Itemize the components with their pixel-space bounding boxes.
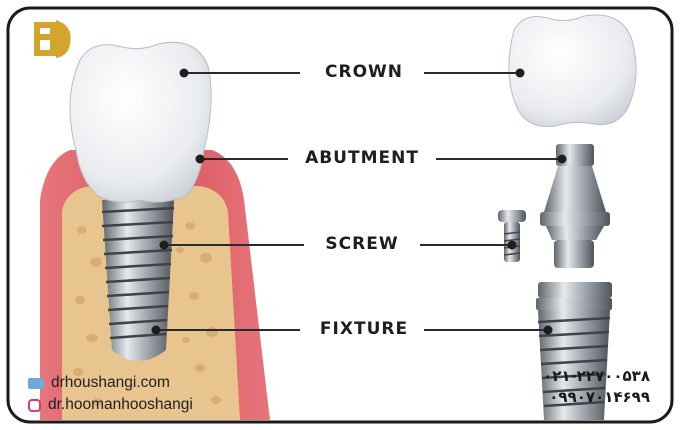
label-fixture: FIXTURE: [319, 319, 409, 339]
rounded-frame: [6, 6, 674, 424]
instagram-text: dr.hoomanhooshangi: [48, 396, 193, 413]
exploded-abutment: [540, 144, 610, 268]
website-text: drhoushangi.com: [51, 374, 170, 391]
leader-lines: [156, 72, 562, 331]
installed-crown: [69, 41, 212, 203]
fixture-threads: [101, 206, 175, 340]
instagram-contact[interactable]: dr.hoomanhooshangi: [28, 396, 193, 414]
label-screw: SCREW: [325, 234, 399, 254]
leader-dots: [151, 68, 567, 335]
exploded-crown: [508, 14, 637, 128]
logo-icon: [34, 20, 71, 58]
web-card-icon: [28, 377, 44, 389]
website-contact[interactable]: drhoushangi.com: [28, 374, 170, 392]
phone-landline: ۰۲۱-۲۲۷۰۰۵۳۸: [543, 367, 650, 385]
instagram-icon: [28, 398, 41, 412]
phone-mobile: ۰۹۹۰۷۰۱۴۶۹۹: [549, 388, 650, 406]
label-crown: CROWN: [325, 62, 403, 82]
exploded-screw: [498, 210, 526, 262]
phone-numbers: ۰۲۱-۲۲۷۰۰۵۳۸ ۰۹۹۰۷۰۱۴۶۹۹: [543, 366, 650, 408]
exploded-fixture: [536, 282, 612, 420]
label-abutment: ABUTMENT: [305, 148, 419, 168]
